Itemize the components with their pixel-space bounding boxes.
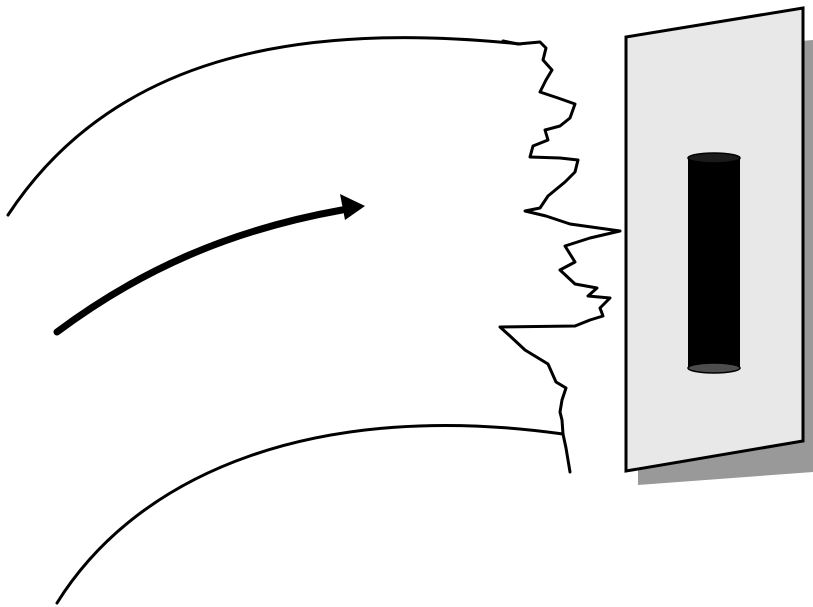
cylinder-body: [688, 158, 740, 368]
cylinder-bottom-cap: [688, 363, 740, 373]
cylinder: [688, 153, 740, 373]
cylinder-top-cap: [688, 153, 740, 163]
arrow-shaft: [57, 210, 342, 332]
irregular-front-line: [500, 41, 620, 472]
upper-flow-curve: [8, 38, 520, 215]
lower-flow-curve: [57, 425, 563, 603]
flow-direction-arrow: [57, 194, 365, 332]
arrow-head-icon: [340, 194, 365, 220]
